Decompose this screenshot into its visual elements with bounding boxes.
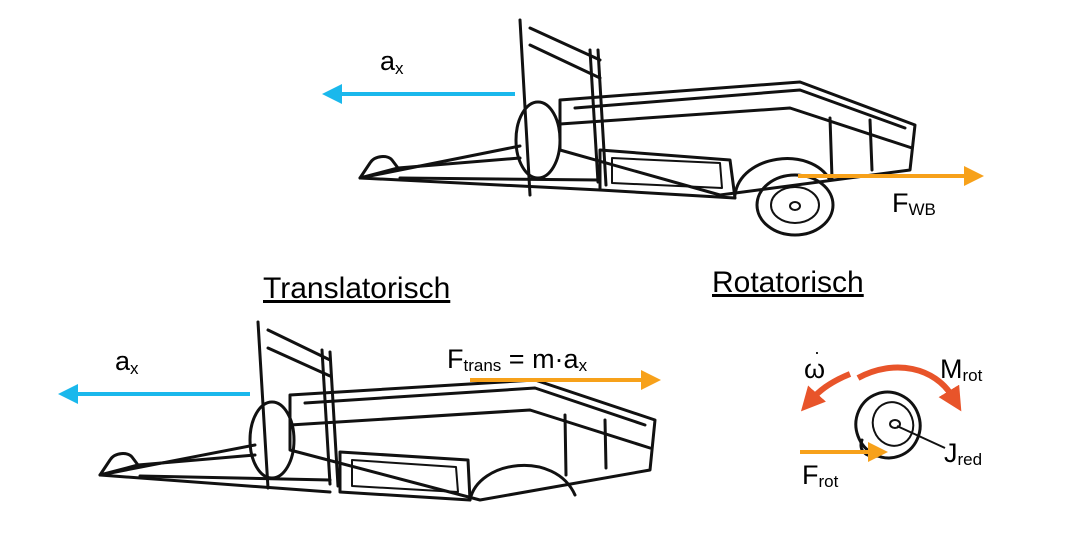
top-accel-label: ax — [380, 46, 404, 78]
heading-translational: Translatorisch — [263, 272, 450, 305]
wheel-drawing — [854, 390, 922, 460]
rotational-force-label: Frot — [802, 460, 839, 491]
top-force-label: FWB — [892, 188, 936, 219]
moment-label: Mrot — [940, 354, 983, 385]
translational-force-label: Ftrans = m·ax — [447, 344, 588, 375]
inertia-pointer-line — [896, 425, 946, 449]
rotation-arrow-omega — [800, 371, 852, 412]
rotation-arrow-moment — [856, 364, 962, 412]
heading-rotational: Rotatorisch — [712, 266, 864, 299]
trailer-drawing-top — [358, 18, 917, 237]
omega-label: ω — [804, 354, 825, 384]
inertia-label: Jred — [944, 438, 982, 469]
omega-dot: · — [814, 342, 820, 362]
bottom-accel-label: ax — [115, 346, 139, 378]
